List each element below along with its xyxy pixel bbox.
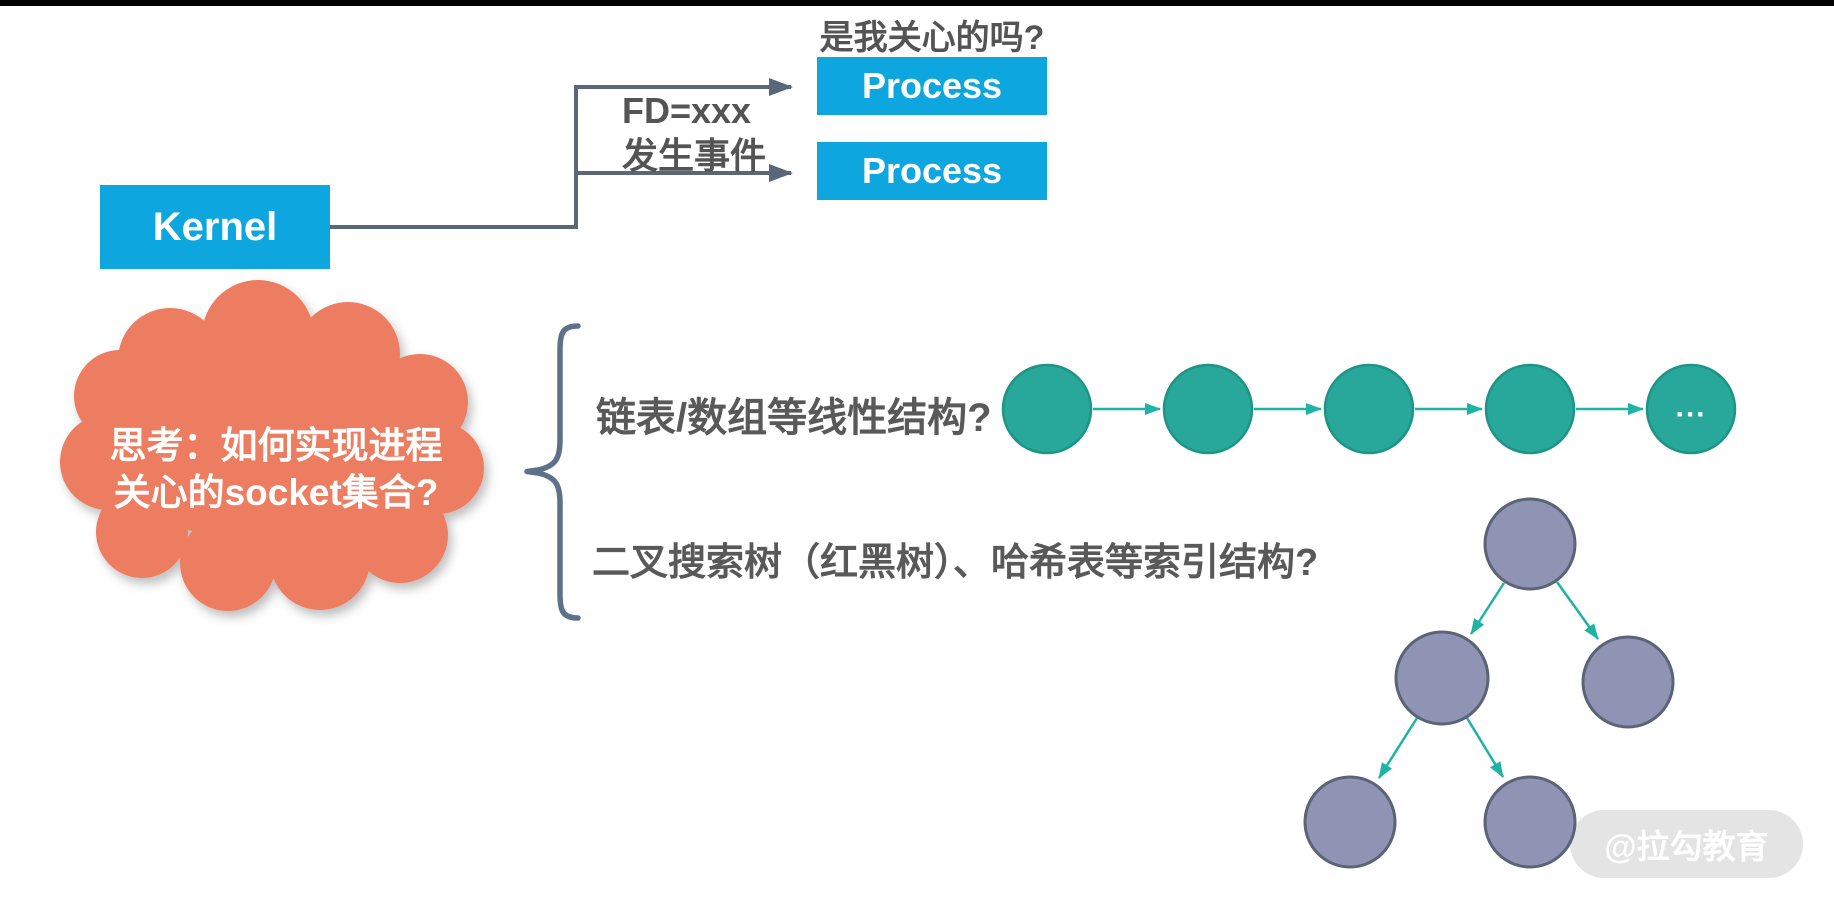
linked-list-nodes xyxy=(1001,363,1737,455)
tree-node-left-right xyxy=(1483,775,1577,869)
tree-nodes xyxy=(1303,497,1675,869)
process-question-label: 是我关心的吗? xyxy=(819,19,1045,57)
tree-node-root xyxy=(1483,497,1577,591)
watermark-label: @拉勾教育 xyxy=(1604,828,1769,865)
list-ellipsis-label: ... xyxy=(1675,391,1706,424)
process-box-1: Process xyxy=(817,57,1047,115)
kernel-label: Kernel xyxy=(152,204,278,249)
tree-node-right xyxy=(1581,635,1675,729)
thought-cloud xyxy=(60,280,484,611)
list-node-2 xyxy=(1162,363,1254,455)
fd-event-line1: FD=xxx xyxy=(622,90,752,131)
list-node-4 xyxy=(1484,363,1576,455)
list-node-1 xyxy=(1001,363,1093,455)
tree-arrows xyxy=(1377,581,1600,779)
curly-brace xyxy=(524,323,581,621)
tree-node-left-left xyxy=(1303,775,1397,869)
cloud-question-line2: 关心的socket集合? xyxy=(113,472,439,513)
tree-node-left xyxy=(1394,630,1490,726)
list-node-3 xyxy=(1323,363,1415,455)
fd-event-label: FD=xxx 发生事件 xyxy=(622,88,766,178)
top-black-bar xyxy=(0,0,1834,6)
fd-event-line2: 发生事件 xyxy=(622,135,767,176)
connector-arrow-process-1 xyxy=(330,78,793,229)
process-box-2: Process xyxy=(817,142,1047,200)
option-linear-label: 链表/数组等线性结构? xyxy=(596,396,992,440)
option-indexed-label: 二叉搜索树（红黑树）、哈希表等索引结构? xyxy=(592,542,1319,584)
process-1-label: Process xyxy=(861,65,1003,106)
watermark-badge: @拉勾教育 xyxy=(1570,810,1803,878)
cloud-question-label: 思考：如何实现进程 关心的socket集合? xyxy=(95,422,457,516)
kernel-process-connectors xyxy=(330,78,793,229)
process-2-label: Process xyxy=(861,150,1003,191)
kernel-box: Kernel xyxy=(100,185,330,269)
list-node-ellipsis xyxy=(1645,363,1737,455)
cloud-question-line1: 思考：如何实现进程 xyxy=(109,425,443,466)
